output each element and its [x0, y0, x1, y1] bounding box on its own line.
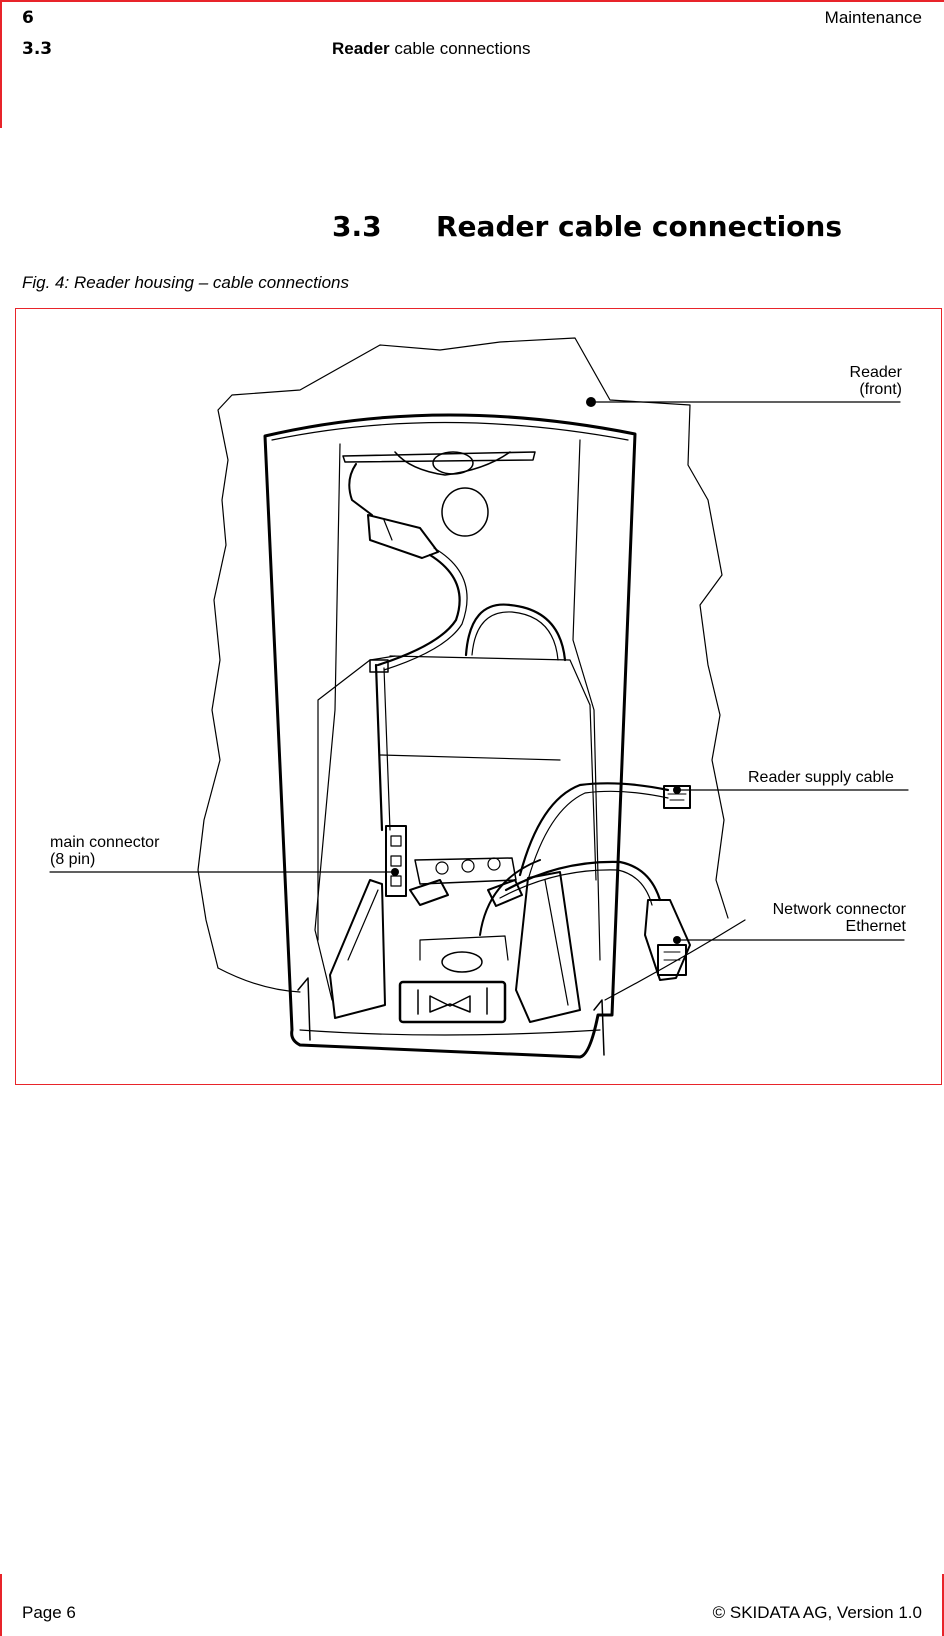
label-network-connector-line1: Network connector: [772, 901, 906, 918]
section-heading-number: 3.3: [332, 210, 382, 243]
label-supply-cable: Reader supply cable: [748, 769, 894, 786]
label-reader-front: Reader (front): [850, 364, 902, 398]
label-network-connector-line2: Ethernet: [845, 918, 906, 935]
footer-page-number: Page 6: [22, 1603, 76, 1622]
header-section-title: Reader cable connections: [332, 39, 530, 59]
reader-housing-drawing: [49, 337, 909, 1059]
section-heading: 3.3 Reader cable connections: [332, 210, 842, 243]
page-frame-left: [0, 0, 2, 128]
header-section-title-bold: Reader: [332, 39, 390, 58]
figure-caption: Fig. 4: Reader housing – cable connectio…: [22, 273, 349, 292]
label-reader-front-line2: (front): [859, 381, 902, 398]
page-frame-top: [0, 0, 944, 2]
header-chapter-title: Maintenance: [824, 8, 922, 27]
page-frame-left-bottom: [0, 1574, 2, 1636]
label-main-connector: main connector (8 pin): [50, 834, 159, 868]
label-reader-front-line1: Reader: [849, 364, 902, 381]
label-network-connector: Network connector Ethernet: [773, 901, 906, 935]
label-main-connector-line1: main connector: [50, 834, 160, 851]
header-section-number: 3.3: [22, 39, 53, 59]
figure-frame: [15, 308, 942, 1085]
footer-copyright: © SKIDATA AG, Version 1.0: [712, 1603, 922, 1622]
header-section-title-rest: cable connections: [389, 39, 531, 58]
page-frame-right-bottom: [942, 1574, 944, 1636]
label-main-connector-line2: (8 pin): [50, 851, 96, 868]
section-heading-title: Reader cable connections: [436, 210, 843, 243]
header-chapter-number: 6: [22, 8, 34, 28]
